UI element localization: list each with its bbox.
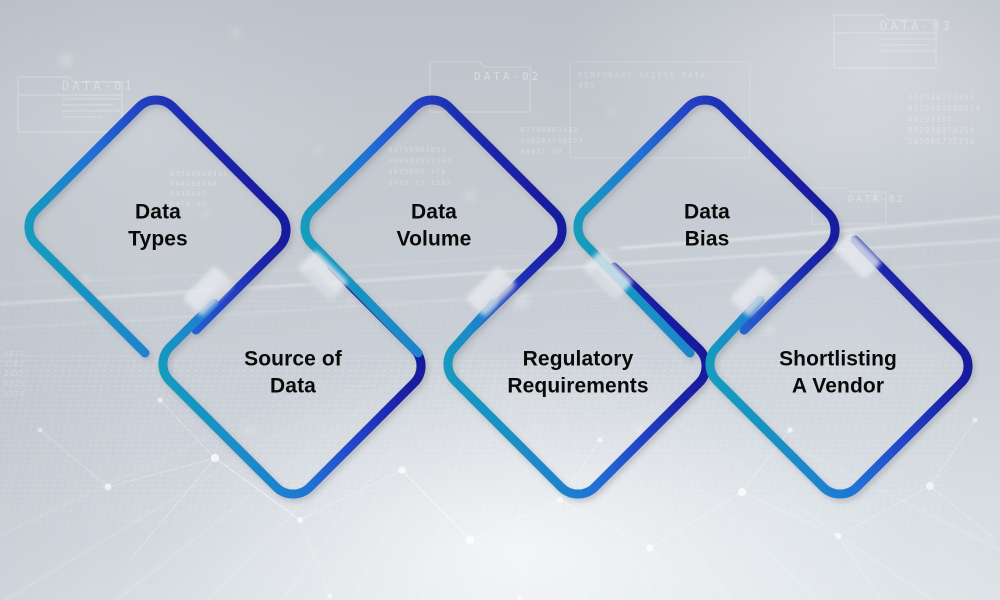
svg-text:8374: 8374 (4, 390, 25, 398)
svg-text:DATA-02: DATA-02 (474, 70, 541, 83)
numeric-matrix-right: 279348263465 8325889288514 43293387 9329… (908, 93, 981, 146)
svg-text:2837: 2837 (4, 370, 25, 378)
hud-card-mid (569, 61, 751, 159)
hud-code-mid: TEMPORARY ACCESS DATA 489 (578, 71, 706, 90)
hud-label-data-02: DATA-02 (474, 70, 541, 83)
svg-text:2938402: 2938402 (170, 190, 207, 198)
hud-card-left (17, 76, 123, 133)
hud-label-data-02b: DATA-02 (848, 194, 905, 205)
numeric-matrix-lowleft: 3874 9382 2837 4920 8374 (4, 350, 25, 398)
svg-text:83749803433: 83749803433 (520, 126, 578, 134)
numeric-matrix-center: 83749803433 948283748 2938402 DATA-02 83… (170, 126, 584, 208)
hud-text-left (62, 98, 122, 118)
diamond-outline-data-volume (300, 95, 567, 358)
svg-text:932938978159: 932938978159 (908, 126, 975, 135)
diamond-outline-shortlisting-a-vendor (705, 235, 973, 499)
diamond-outline-data-bias (573, 95, 840, 358)
svg-text:DATA-03: DATA-03 (880, 19, 953, 33)
svg-text:83749803433: 83749803433 (170, 170, 228, 178)
svg-text:83748903833: 83748903833 (388, 146, 446, 154)
svg-text:948382917394: 948382917394 (388, 157, 452, 165)
svg-text:279348263465: 279348263465 (908, 93, 975, 102)
diamond-outline-data-types (24, 95, 291, 358)
diamond-outline-source-of-data (158, 262, 426, 499)
svg-text:9382: 9382 (4, 360, 25, 368)
svg-text:DATA-02: DATA-02 (170, 200, 207, 208)
svg-text:3729 37 2182: 3729 37 2182 (388, 179, 452, 187)
svg-text:948283748293: 948283748293 (520, 137, 584, 145)
hud-card-center (429, 61, 531, 113)
svg-text:489: 489 (578, 81, 596, 90)
svg-text:43293387: 43293387 (908, 115, 953, 124)
svg-text:3874: 3874 (4, 350, 25, 358)
svg-text:38927 39: 38927 39 (520, 148, 563, 156)
svg-text:4920: 4920 (4, 380, 25, 388)
svg-text:3873889 378: 3873889 378 (388, 168, 446, 176)
svg-text:265868732194: 265868732194 (908, 137, 975, 146)
svg-text:DATA-01: DATA-01 (62, 79, 135, 93)
svg-text:TEMPORARY ACCESS DATA: TEMPORARY ACCESS DATA (578, 71, 706, 80)
svg-text:DATA-02: DATA-02 (848, 194, 905, 205)
hud-label-data-03: DATA-03 (880, 19, 953, 33)
hud-card-right (833, 14, 937, 69)
hud-text-right (880, 38, 938, 52)
weave-overlays (183, 232, 881, 317)
network-nodes (37, 397, 997, 600)
svg-text:8325889288514: 8325889288514 (908, 104, 981, 113)
hud-card-bottomright (811, 187, 887, 225)
svg-text:948283748: 948283748 (170, 180, 218, 188)
hud-label-data-01: DATA-01 (62, 79, 135, 93)
